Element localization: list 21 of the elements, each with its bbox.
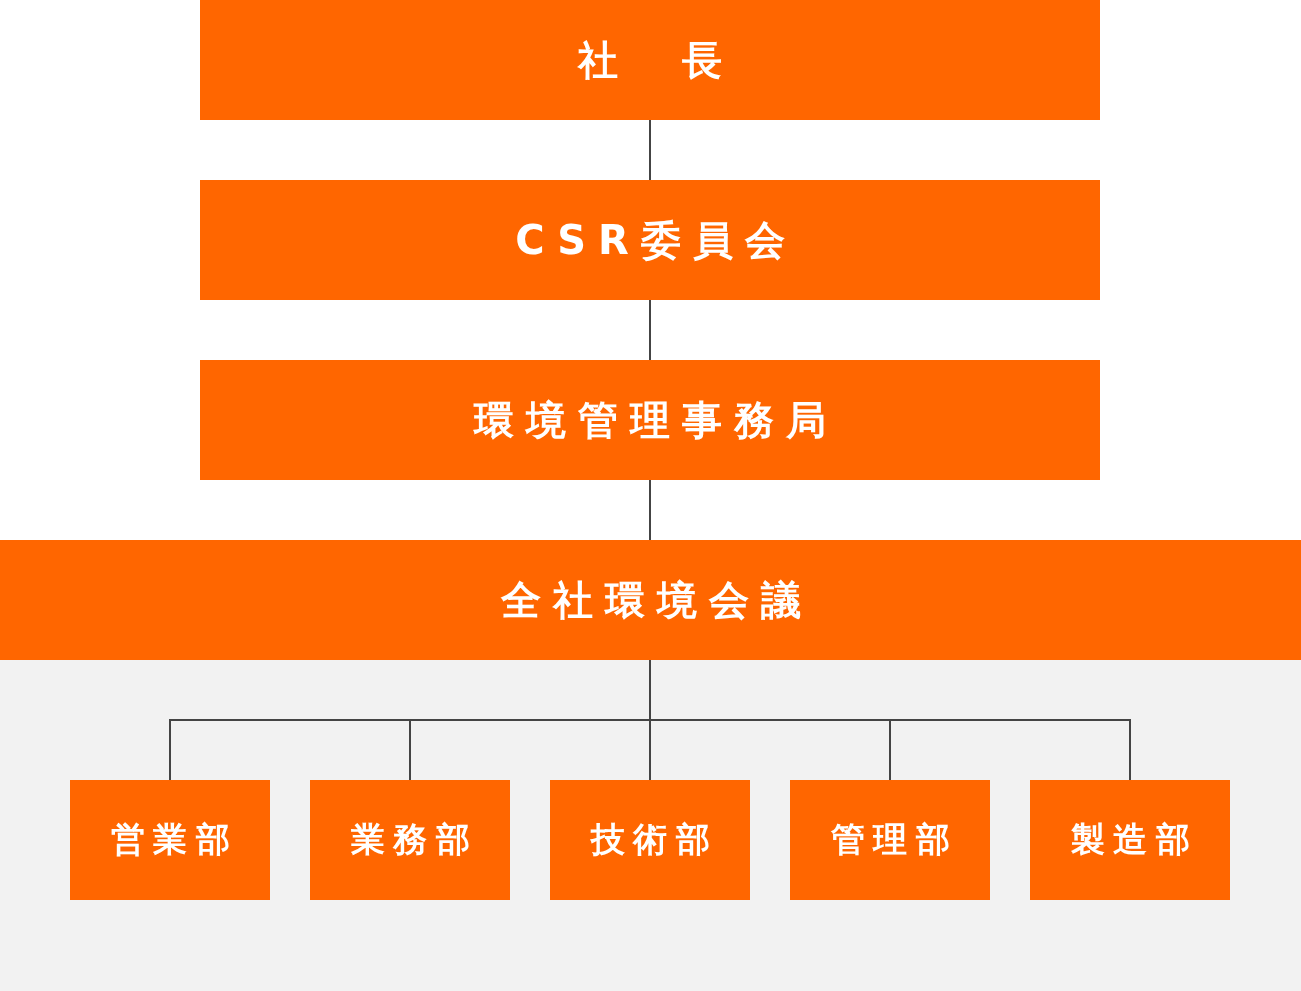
box-label: 営業部 (110, 818, 238, 861)
organization-box (0, 540, 1301, 660)
department-box (550, 780, 750, 900)
organization-box (200, 360, 1100, 480)
box-label: 技術部 (590, 818, 718, 861)
connector-line (649, 119, 651, 181)
connector-line (649, 299, 651, 361)
box-label: 環境管理事務局 (474, 395, 838, 445)
box-label: CSR委員会 (515, 215, 797, 265)
box-label: 業務部 (350, 818, 478, 861)
box-label: 管理部 (830, 818, 958, 861)
department-box (790, 780, 990, 900)
department-box (70, 780, 270, 900)
connector-line (649, 479, 651, 541)
organization-box (200, 180, 1100, 300)
department-box (1030, 780, 1230, 900)
box-label: 全社環境会議 (500, 575, 813, 625)
box-label: 社 長 (578, 35, 734, 85)
department-box (310, 780, 510, 900)
organization-box (200, 0, 1100, 120)
box-label: 製造部 (1070, 818, 1198, 861)
